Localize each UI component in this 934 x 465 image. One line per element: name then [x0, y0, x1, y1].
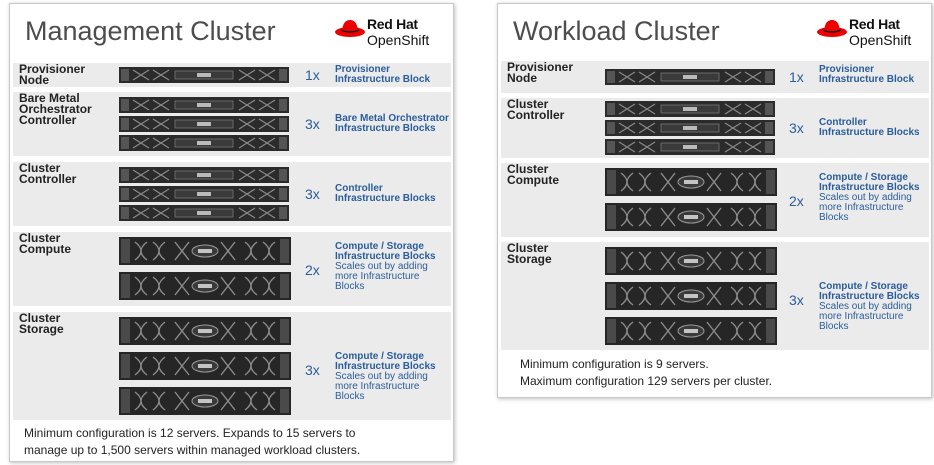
- workload-cluster-panel: Workload Cluster Red Hat OpenShift Provi…: [497, 3, 932, 398]
- row-multiplier: 1x: [789, 69, 804, 85]
- row-description: Compute / Storage Infrastructure Blocks …: [335, 242, 436, 292]
- row-description-note: Scales out by adding more Infrastructure…: [335, 371, 428, 402]
- row-role-label: Cluster Compute: [507, 162, 559, 187]
- server-2u-image: [605, 168, 777, 196]
- wkld-row-cluster-compute: Cluster Compute 2x Compute / Storage Inf…: [501, 163, 929, 237]
- row-description-note: Scales out by adding more Infrastructure…: [819, 192, 912, 223]
- row-description: Controller Infrastructure Blocks: [335, 184, 436, 204]
- server-2u-image: [119, 387, 291, 415]
- workload-cluster-title: Workload Cluster: [513, 16, 720, 46]
- row-role-label: Cluster Compute: [19, 231, 71, 256]
- mgmt-row-cluster-compute: Cluster Compute 2x Compute / Storage Inf…: [13, 232, 451, 306]
- mgmt-row-provisioner: Provisioner Node 1x Provisioner Infrastr…: [13, 63, 451, 87]
- redhat-hat-icon: [335, 20, 365, 37]
- row-description-bold: Controller Infrastructure Blocks: [819, 117, 920, 138]
- server-2u-image: [605, 247, 777, 275]
- row-description: Bare Metal Orchestrator Infrastructure B…: [335, 114, 449, 134]
- server-2u-image: [119, 317, 291, 345]
- server-1u-image: [119, 67, 289, 83]
- wkld-row-cluster-controller: Cluster Controller 3x Controller Infrast…: [501, 98, 929, 158]
- server-1u-image: [605, 69, 775, 85]
- row-multiplier: 3x: [789, 120, 804, 136]
- server-1u-image: [605, 101, 775, 117]
- server-2u-image: [119, 352, 291, 380]
- row-multiplier: 2x: [305, 262, 320, 278]
- row-description-bold: Compute / Storage Infrastructure Blocks: [335, 241, 436, 262]
- mgmt-row-bmo-controller: Bare Metal Orchestrator Controller 3x Ba…: [13, 92, 451, 156]
- row-multiplier: 1x: [305, 67, 320, 83]
- row-description: Compute / Storage Infrastructure Blocks …: [819, 173, 920, 223]
- server-1u-image: [605, 139, 775, 155]
- row-description-bold: Compute / Storage Infrastructure Blocks: [819, 281, 920, 302]
- row-multiplier: 3x: [789, 292, 804, 308]
- row-description-bold: Provisioner Infrastructure Block: [819, 64, 915, 85]
- mgmt-row-cluster-controller: Cluster Controller 3x Controller Infrast…: [13, 162, 451, 226]
- row-role-label: Cluster Controller: [507, 97, 565, 122]
- row-description-note: Scales out by adding more Infrastructure…: [819, 301, 912, 332]
- row-description-bold: Provisioner Infrastructure Block: [335, 64, 431, 85]
- row-description-note: Scales out by adding more Infrastructure…: [335, 261, 428, 292]
- row-role-label: Cluster Storage: [19, 311, 64, 336]
- row-description: Compute / Storage Infrastructure Blocks …: [819, 282, 920, 332]
- server-1u-image: [119, 186, 289, 202]
- row-multiplier: 3x: [305, 186, 320, 202]
- management-footer-note: Minimum configuration is 12 servers. Exp…: [24, 426, 361, 457]
- server-1u-image: [119, 97, 289, 113]
- row-description: Provisioner Infrastructure Block: [335, 65, 430, 85]
- server-2u-image: [119, 272, 291, 300]
- row-description: Provisioner Infrastructure Block: [819, 65, 914, 85]
- management-cluster-panel: Management Cluster Red Hat OpenShift Pro…: [9, 3, 454, 462]
- row-role-label: Provisioner Node: [19, 62, 86, 87]
- row-description-bold: Bare Metal Orchestrator Infrastructure B…: [335, 113, 449, 134]
- server-2u-image: [605, 203, 777, 231]
- server-1u-image: [605, 120, 775, 136]
- mgmt-row-cluster-storage: Cluster Storage 3x Compute / Storage Inf…: [13, 312, 451, 420]
- row-description: Controller Infrastructure Blocks: [819, 118, 920, 138]
- redhat-hat-icon: [817, 20, 847, 37]
- brand-product: OpenShift: [849, 32, 912, 48]
- server-2u-image: [605, 282, 777, 310]
- server-1u-image: [119, 135, 289, 151]
- server-2u-image: [605, 317, 777, 345]
- brand-name: Red Hat: [367, 16, 418, 32]
- wkld-row-cluster-storage: Cluster Storage 3x Compute / Storage Inf…: [501, 242, 929, 350]
- row-role-label: Provisioner Node: [507, 60, 574, 85]
- management-cluster-title: Management Cluster: [25, 16, 276, 46]
- row-role-label: Cluster Controller: [19, 161, 77, 186]
- row-multiplier: 2x: [789, 193, 804, 209]
- server-1u-image: [119, 167, 289, 183]
- row-description-bold: Compute / Storage Infrastructure Blocks: [819, 172, 920, 193]
- row-role-label: Cluster Storage: [507, 241, 552, 266]
- wkld-row-provisioner: Provisioner Node 1x Provisioner Infrastr…: [501, 61, 929, 93]
- row-multiplier: 3x: [305, 362, 320, 378]
- row-description: Compute / Storage Infrastructure Blocks …: [335, 352, 436, 402]
- row-multiplier: 3x: [305, 116, 320, 132]
- brand-product: OpenShift: [367, 32, 430, 48]
- server-1u-image: [119, 116, 289, 132]
- row-role-label: Bare Metal Orchestrator Controller: [19, 91, 92, 127]
- row-description-bold: Controller Infrastructure Blocks: [335, 183, 436, 204]
- server-1u-image: [119, 205, 289, 221]
- workload-footer-note: Minimum configuration is 9 servers. Maxi…: [520, 357, 773, 388]
- server-2u-image: [119, 237, 291, 265]
- brand-name: Red Hat: [849, 16, 900, 32]
- row-description-bold: Compute / Storage Infrastructure Blocks: [335, 351, 436, 372]
